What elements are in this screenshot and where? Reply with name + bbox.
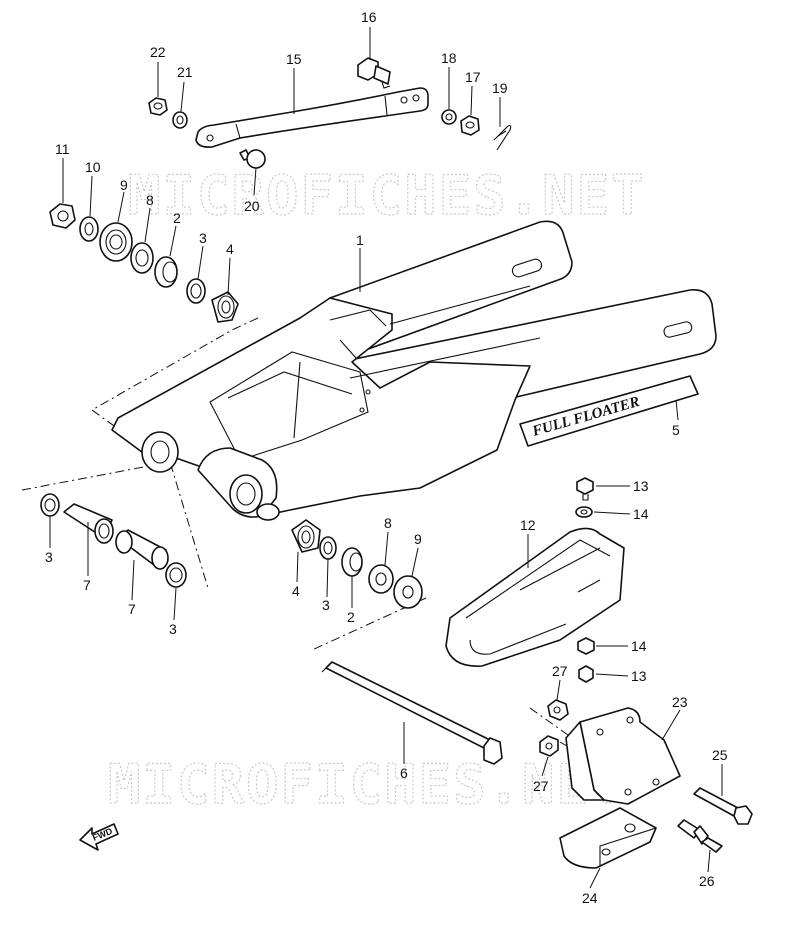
nut-27-lower bbox=[539, 735, 559, 757]
washer-14-upper bbox=[575, 506, 593, 518]
swingarm bbox=[111, 220, 717, 521]
cap-bolt-20 bbox=[239, 149, 266, 169]
washer-18 bbox=[441, 109, 457, 125]
nut-22 bbox=[148, 97, 168, 116]
callout-13-lower: 13 bbox=[631, 668, 647, 684]
callout-4-lower: 4 bbox=[292, 583, 300, 599]
pivot-shaft-6 bbox=[321, 661, 503, 765]
screw-13-upper bbox=[576, 477, 594, 501]
callouts: 16 15 22 21 18 17 19 20 11 10 9 8 2 3 4 … bbox=[45, 9, 728, 906]
washer-10 bbox=[79, 216, 99, 242]
bolt-25 bbox=[693, 787, 753, 825]
callout-27-lower: 27 bbox=[533, 778, 549, 794]
callout-11: 11 bbox=[55, 141, 70, 157]
nut-27-upper bbox=[547, 699, 569, 721]
callout-3-right: 3 bbox=[169, 621, 177, 637]
chain-guide-24 bbox=[559, 807, 657, 869]
callout-6: 6 bbox=[400, 765, 408, 781]
callout-27-upper: 27 bbox=[552, 663, 568, 679]
needle-bearing-4-lower bbox=[291, 519, 321, 553]
callout-2-lower: 2 bbox=[347, 609, 355, 625]
callout-24: 24 bbox=[582, 890, 598, 906]
callout-16: 16 bbox=[361, 9, 377, 25]
callout-19: 19 bbox=[492, 80, 508, 96]
callout-1: 1 bbox=[356, 232, 364, 248]
nut-17 bbox=[460, 115, 480, 136]
callout-7-b: 7 bbox=[128, 601, 136, 617]
callout-12: 12 bbox=[520, 517, 536, 533]
oil-seal-3-upper bbox=[186, 278, 206, 304]
callout-8-lower: 8 bbox=[384, 515, 392, 531]
callout-26: 26 bbox=[699, 873, 715, 889]
callout-7-a: 7 bbox=[83, 577, 91, 593]
screw-13-lower bbox=[578, 665, 594, 683]
callout-18: 18 bbox=[441, 50, 457, 66]
washer-8-lower bbox=[368, 564, 394, 594]
forward-direction-arrow: FWD bbox=[79, 823, 119, 851]
nut-14-lower bbox=[577, 637, 595, 655]
callout-20: 20 bbox=[244, 198, 260, 214]
nut-11 bbox=[49, 203, 76, 229]
bracket-23 bbox=[565, 707, 681, 805]
callout-13-upper: 13 bbox=[633, 478, 649, 494]
callout-17: 17 bbox=[465, 69, 481, 85]
needle-bearing-4-upper bbox=[211, 291, 239, 323]
cotter-pin-19 bbox=[493, 124, 512, 151]
callout-2-upper: 2 bbox=[173, 210, 181, 226]
callout-10: 10 bbox=[85, 159, 101, 175]
callout-15: 15 bbox=[286, 51, 302, 67]
dust-seal-9-upper bbox=[99, 222, 133, 262]
callout-8-upper: 8 bbox=[146, 192, 154, 208]
callout-23: 23 bbox=[672, 694, 688, 710]
watermark-top: MICROFICHES.NET bbox=[128, 164, 646, 227]
callout-9-lower: 9 bbox=[414, 531, 422, 547]
bushing-7-b bbox=[115, 529, 169, 570]
callout-14-upper: 14 bbox=[633, 506, 649, 522]
watermark-bottom: MICROFICHES.NET bbox=[108, 753, 626, 816]
callout-3-upper: 3 bbox=[199, 230, 207, 246]
leader-lines bbox=[49, 27, 723, 889]
washer-21 bbox=[172, 111, 188, 129]
callout-4-upper: 4 bbox=[226, 241, 234, 257]
washer-8-upper bbox=[130, 242, 154, 274]
callout-5: 5 bbox=[672, 422, 680, 438]
torque-link bbox=[195, 87, 429, 148]
oil-seal-3-lower bbox=[319, 536, 337, 560]
callout-3-left: 3 bbox=[45, 549, 53, 565]
chain-buffer-12 bbox=[445, 527, 625, 667]
spacer-2-lower bbox=[341, 547, 363, 577]
callout-22: 22 bbox=[150, 44, 166, 60]
oil-seal-3-left bbox=[40, 493, 60, 517]
bushing-7-a bbox=[63, 503, 114, 544]
callout-25: 25 bbox=[712, 747, 728, 763]
bolt-26 bbox=[677, 819, 723, 853]
callout-14-lower: 14 bbox=[631, 638, 647, 654]
dust-seal-9-lower bbox=[393, 575, 423, 609]
callout-3-lower: 3 bbox=[322, 597, 330, 613]
callout-9-upper: 9 bbox=[120, 177, 128, 193]
spacer-2-upper bbox=[154, 256, 178, 288]
bolt-16 bbox=[357, 57, 391, 89]
oil-seal-3-right bbox=[165, 562, 187, 588]
callout-21: 21 bbox=[177, 64, 193, 80]
